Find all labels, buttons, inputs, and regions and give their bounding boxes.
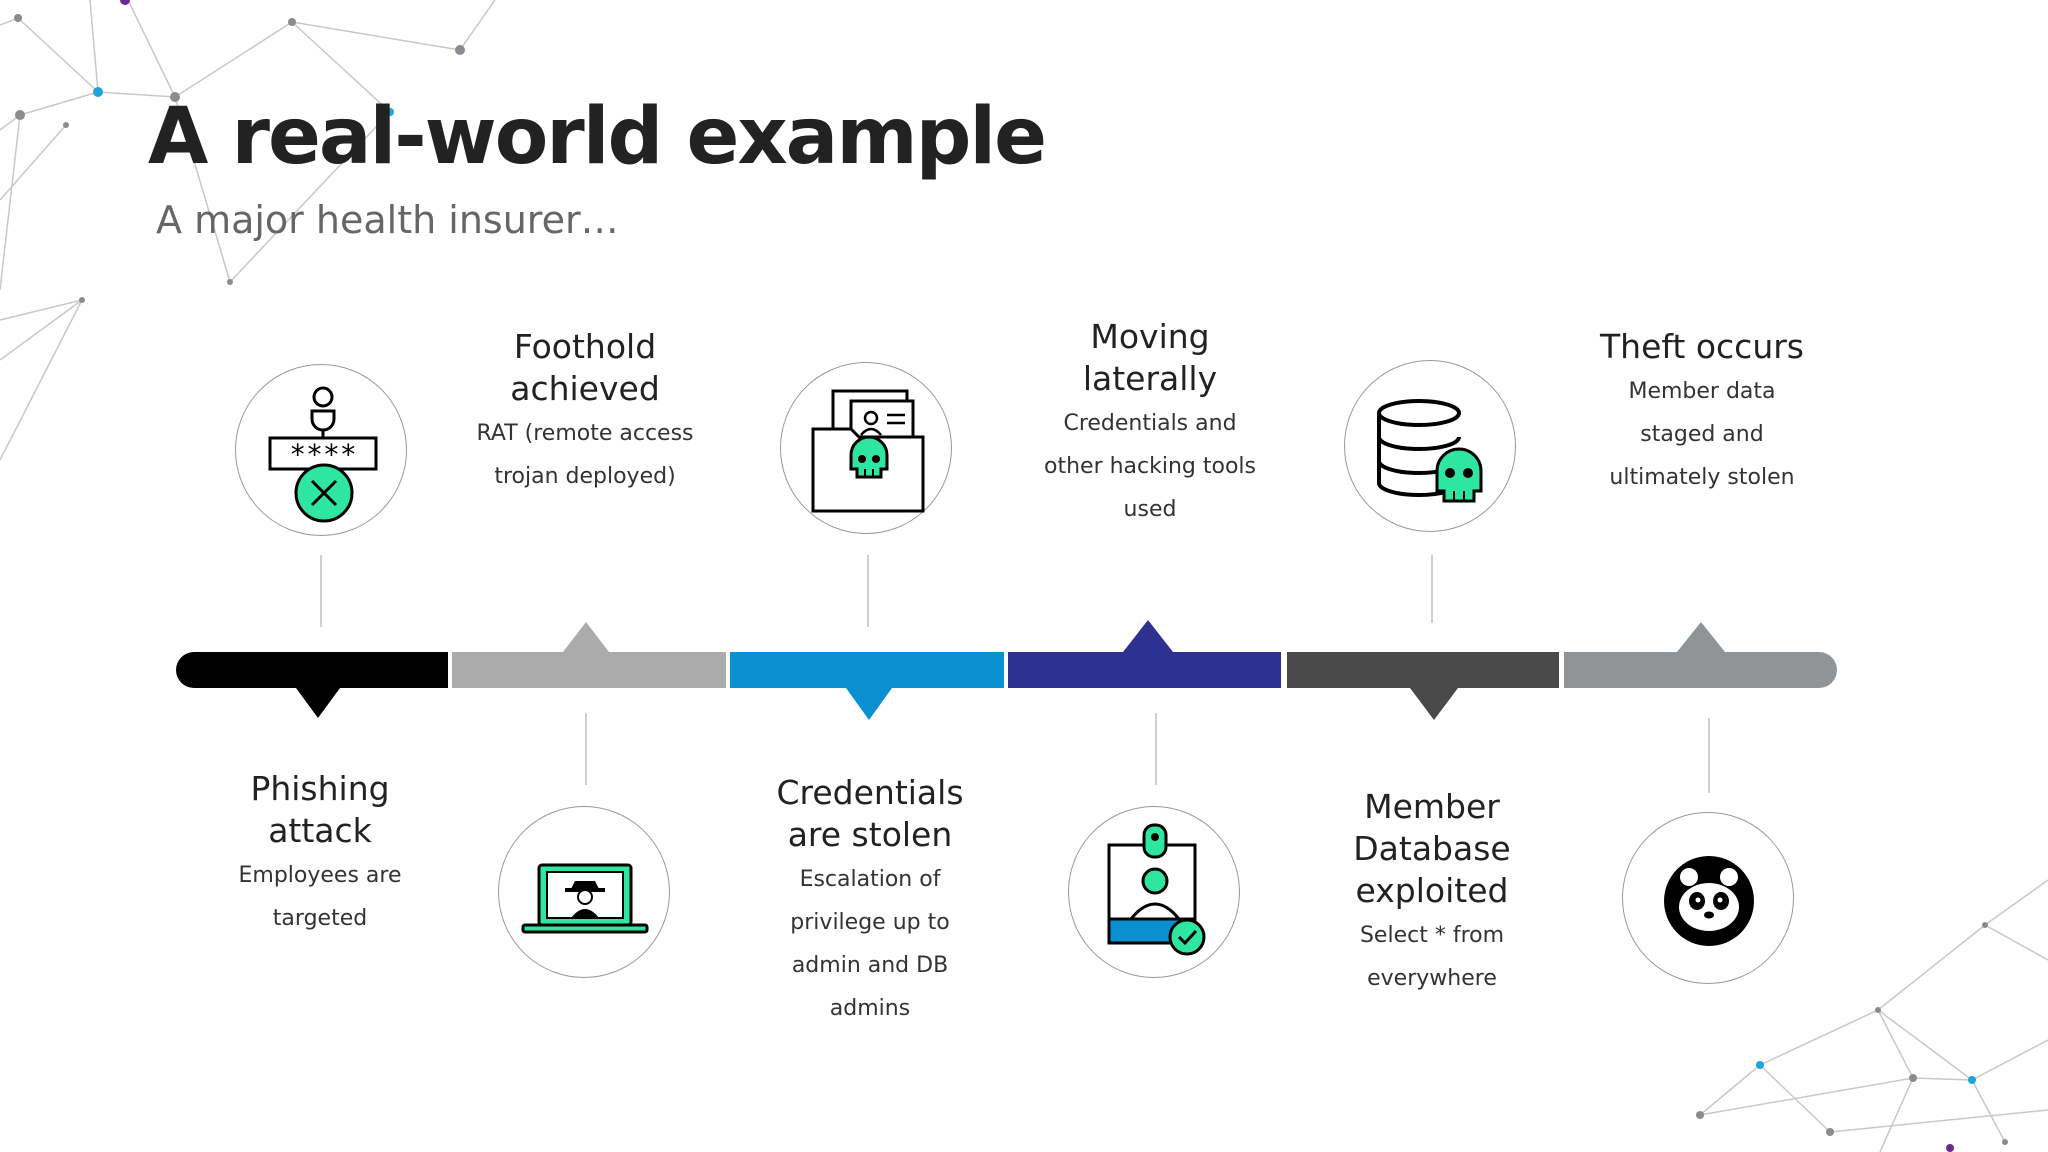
step-title: attack	[268, 811, 372, 850]
step-description: Employees are targeted	[170, 854, 470, 940]
step-1-label: Phishing attack Employees are targeted	[170, 768, 470, 940]
page-title: A real-world example	[148, 92, 1047, 182]
step-description: Credentials and other hacking tools used	[1000, 402, 1300, 531]
step-title: Database	[1353, 829, 1511, 868]
infected-folder-icon	[811, 389, 925, 513]
step-title: Credentials	[776, 773, 964, 812]
step-title: laterally	[1082, 359, 1218, 398]
step-description: Member data staged and ultimately stolen	[1552, 370, 1852, 499]
step-5-icon-circle	[1344, 360, 1516, 532]
step-description-line: admin and DB	[791, 953, 949, 978]
step-description-line: privilege up to	[790, 910, 950, 935]
step-description-line: used	[1123, 497, 1177, 522]
hacker-laptop-icon	[521, 863, 649, 934]
step-description-line: everywhere	[1367, 966, 1497, 991]
step-title: Theft occurs	[1600, 327, 1804, 366]
timeline-segment-1	[176, 652, 448, 688]
timeline-pointer-down	[1410, 688, 1458, 720]
user-badge-icon	[1107, 823, 1206, 956]
step-4-icon-circle	[1068, 806, 1240, 978]
panda-icon	[1664, 856, 1754, 946]
step-description-line: trojan deployed)	[494, 464, 676, 489]
step-6-label: Theft occurs Member data staged and ulti…	[1552, 326, 1852, 499]
step-2-icon-circle	[498, 806, 670, 978]
connector-line	[320, 555, 322, 627]
step-title: achieved	[510, 369, 660, 408]
connector-line	[867, 555, 869, 627]
timeline-pointer-up	[1123, 620, 1173, 652]
step-title: Moving	[1090, 317, 1210, 356]
timeline-pointer-up	[1677, 622, 1725, 652]
step-description-line: other hacking tools	[1044, 454, 1256, 479]
step-1-icon-circle: ****	[235, 364, 407, 536]
step-description: Select * from everywhere	[1282, 914, 1582, 1000]
connector-line	[1708, 718, 1710, 793]
step-description-line: Credentials and	[1063, 411, 1237, 436]
step-6-icon-circle	[1622, 812, 1794, 984]
step-description-line: admins	[829, 996, 911, 1021]
step-5-label: Member Database exploited Select * from …	[1282, 786, 1582, 1000]
step-description-line: Select * from	[1359, 923, 1505, 948]
step-description-line: Escalation of	[799, 867, 941, 892]
step-description: Escalation of privilege up to admin and …	[720, 858, 1020, 1030]
database-skull-icon	[1377, 399, 1483, 503]
step-title: Phishing	[250, 769, 390, 808]
step-title: are stolen	[787, 815, 953, 854]
step-description-line: targeted	[272, 906, 368, 931]
step-title: exploited	[1355, 871, 1509, 910]
timeline-segment-6	[1564, 652, 1837, 688]
connector-line	[585, 713, 587, 785]
step-4-label: Moving laterally Credentials and other h…	[1000, 316, 1300, 531]
connector-line	[1431, 555, 1433, 623]
timeline-segment-4	[1008, 652, 1281, 688]
step-description-line: staged and	[1640, 422, 1764, 447]
timeline-segment-5	[1287, 652, 1559, 688]
timeline-segment-2	[452, 652, 726, 688]
page-subtitle: A major health insurer…	[156, 198, 619, 242]
connector-line	[1155, 713, 1157, 785]
timeline-pointer-down	[846, 688, 892, 720]
step-description-line: Member data	[1628, 379, 1776, 404]
step-description: RAT (remote access trojan deployed)	[435, 412, 735, 498]
timeline-segment-3	[730, 652, 1004, 688]
step-2-label: Foothold achieved RAT (remote access tro…	[435, 326, 735, 498]
step-title: Member	[1364, 787, 1500, 826]
step-description-line: RAT (remote access	[476, 421, 694, 446]
step-3-label: Credentials are stolen Escalation of pri…	[720, 772, 1020, 1030]
timeline-pointer-up	[563, 622, 609, 652]
step-description-line: ultimately stolen	[1609, 465, 1795, 490]
password-error-icon: ****	[268, 386, 378, 523]
timeline-pointer-down	[296, 688, 340, 718]
step-title: Foothold	[513, 327, 657, 366]
step-3-icon-circle	[780, 362, 952, 534]
step-description-line: Employees are	[238, 863, 402, 888]
